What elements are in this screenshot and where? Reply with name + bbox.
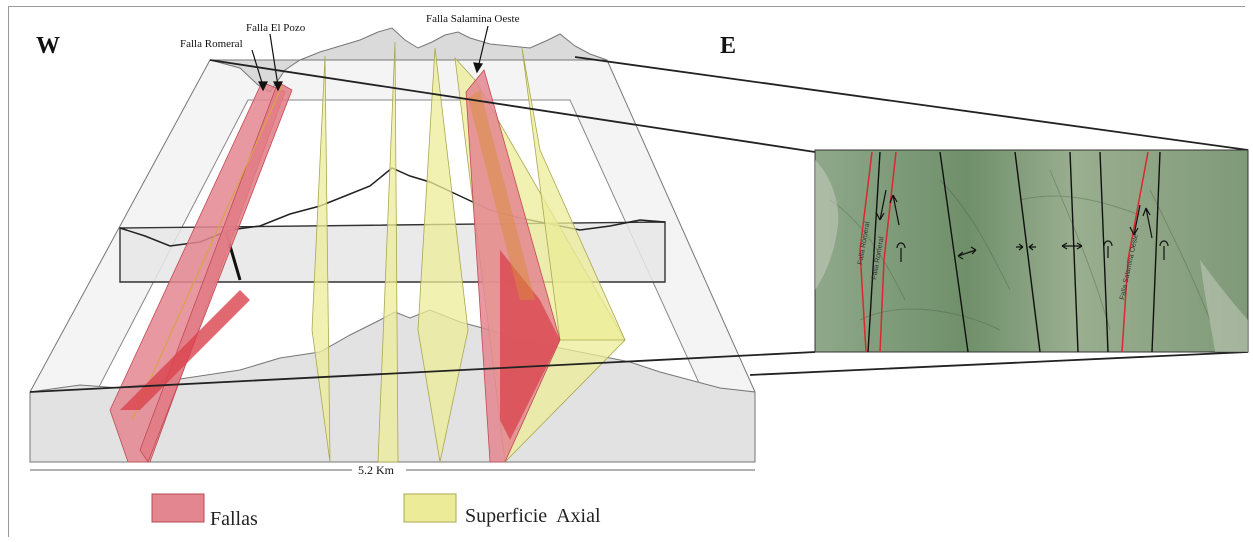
west-label: W <box>36 33 60 59</box>
legend-label-fallas: Fallas <box>210 508 258 530</box>
figure-frame <box>8 6 1245 537</box>
scale-bar: 5.2 Km <box>30 463 755 477</box>
scale-label: 5.2 Km <box>358 463 395 477</box>
fault-romeral-dark <box>120 290 250 410</box>
axial-surface-2 <box>377 41 399 463</box>
fault-pointers <box>251 25 489 92</box>
fault-label-el-pozo: Falla El Pozo <box>246 22 306 34</box>
east-label: E <box>720 33 736 59</box>
legend-swatch-fallas <box>151 493 205 523</box>
map-inset: Falla Romeral Falla Romeral Falla Salami… <box>814 149 1249 353</box>
legend-swatch-axial <box>403 493 457 523</box>
legend: Fallas Superficie Axial <box>151 493 601 530</box>
fault-label-salamina: Falla Salamina Oeste <box>426 13 520 25</box>
projection-lines <box>29 56 1249 393</box>
axial-surface-3 <box>417 47 469 463</box>
back-terrain <box>209 27 608 93</box>
legend-label-axial: Superficie Axial <box>465 505 601 527</box>
axial-surface-5 <box>521 47 626 341</box>
fault-label-romeral: Falla Romeral <box>180 38 243 50</box>
fault-salamina-dark <box>500 250 560 440</box>
faults <box>109 69 561 463</box>
axial-surface-1 <box>311 55 331 463</box>
